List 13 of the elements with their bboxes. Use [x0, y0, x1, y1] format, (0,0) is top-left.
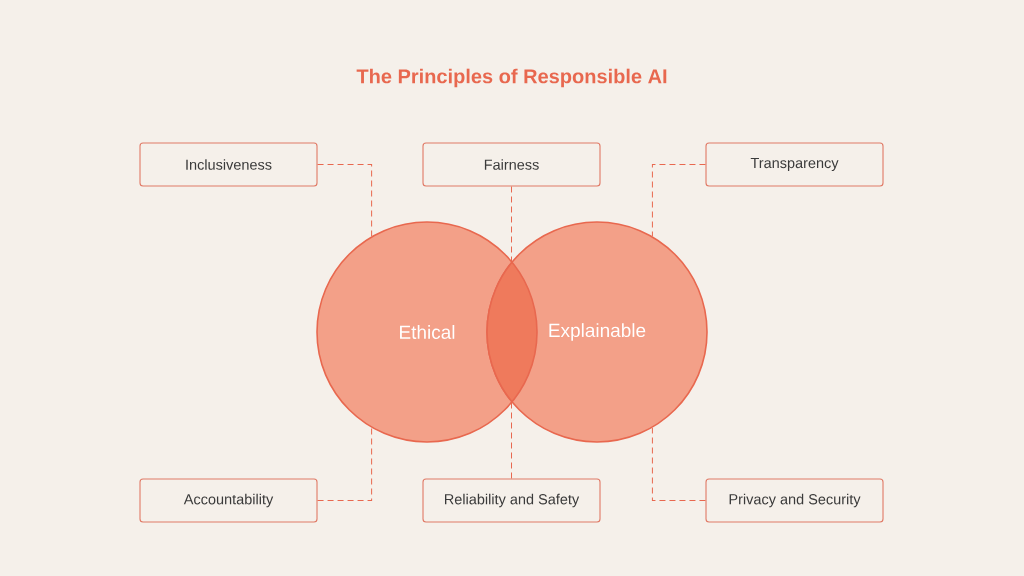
label-box: Transparency [705, 142, 884, 187]
label-box: Reliability and Safety [422, 478, 601, 523]
leader-line [651, 427, 706, 501]
leader-line [317, 164, 373, 237]
label-box: Inclusiveness [139, 142, 318, 187]
leader-line [511, 186, 512, 263]
leader-line [511, 401, 512, 479]
label-box: Accountability [139, 478, 318, 523]
leader-line [317, 427, 373, 501]
label-box: Privacy and Security [705, 478, 884, 523]
label-box: Fairness [422, 142, 601, 187]
title: The Principles of Responsible AI [356, 68, 667, 88]
leader-line [651, 164, 706, 237]
